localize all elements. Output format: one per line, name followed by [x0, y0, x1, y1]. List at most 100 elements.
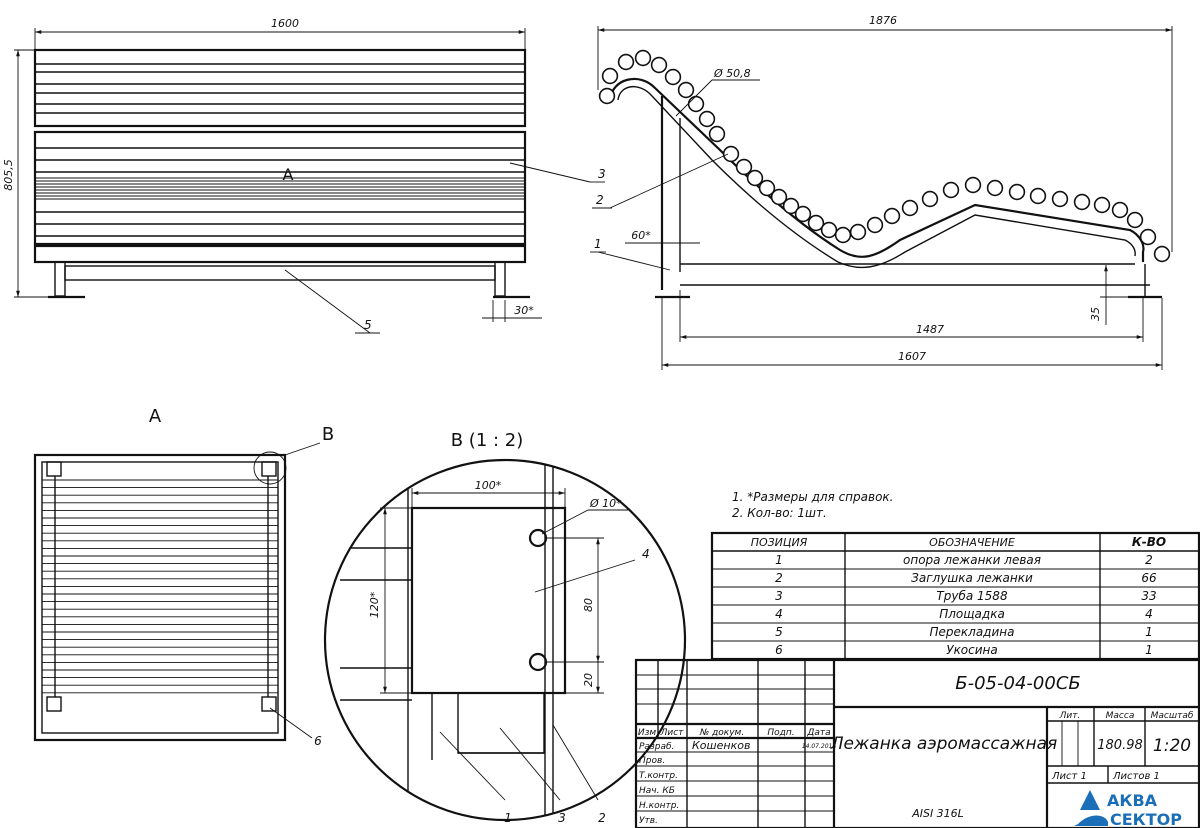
tube-row: [598, 49, 1171, 263]
plan-corner-pad: [46, 696, 62, 712]
upper-slat-pack: [33, 48, 527, 128]
drawing-name: Лежанка аэромассажная: [830, 734, 1058, 754]
base-height-dimension: 35: [1089, 307, 1102, 321]
hole-diameter-dimension: Ø 10*: [589, 497, 622, 510]
detail-leader-4: 4: [642, 547, 650, 561]
seat-profile-inner: [617, 86, 1136, 269]
tube: [921, 190, 939, 208]
role-norm-control: Н.контр.: [639, 801, 679, 811]
tube: [883, 207, 901, 225]
tube: [735, 158, 753, 176]
role-checker: Пров.: [639, 756, 665, 766]
tube: [901, 199, 919, 217]
side-view: 1876 Ø 50,8 60* 2 1 1487 1607 35: [590, 14, 1173, 370]
bom-row-5-position: 5: [775, 625, 783, 639]
foot-dimension: 30*: [514, 304, 534, 317]
mass-label: Масса: [1106, 711, 1135, 721]
side-overall-dimension: 1876: [869, 14, 897, 27]
tube: [820, 221, 838, 239]
tube: [698, 110, 716, 128]
role-approver: Утв.: [639, 816, 658, 826]
side-leader-1: 1: [594, 237, 602, 251]
plan-slats: [42, 479, 278, 694]
plan-leader-6: 6: [314, 734, 322, 748]
tube: [746, 169, 764, 187]
base-rail: [33, 244, 527, 264]
drawing-designation: Б-05-04-00СБ: [955, 673, 1080, 694]
detail-height-dimension: 120*: [368, 591, 381, 618]
bom-row-6-position: 6: [775, 643, 783, 657]
plan-view-title: A: [149, 406, 162, 427]
mounting-hole-top: [528, 528, 548, 548]
tube-diameter-dimension: Ø 50,8: [713, 67, 751, 80]
tube: [782, 197, 800, 215]
tube: [1093, 196, 1111, 214]
material: AISI 316L: [911, 807, 964, 820]
role-head: Нач. КБ: [639, 786, 675, 796]
lower-slat-pack: [33, 130, 527, 246]
base-length-dimension: 1607: [898, 350, 926, 363]
inner-length-dimension: 1487: [916, 323, 944, 336]
tube: [601, 67, 619, 85]
lit-label: Лит.: [1059, 711, 1081, 721]
tube: [650, 56, 668, 74]
plan-frame-inner: [41, 461, 279, 734]
tube: [834, 226, 852, 244]
bom-row-1-position: 1: [775, 553, 783, 567]
developer-date: 14.07.2016: [802, 743, 837, 750]
bom-header-designation: ОБОЗНАЧЕНИЕ: [929, 536, 1015, 549]
note-1: 1. *Размеры для справок.: [732, 490, 893, 504]
front-height-dimension: 805,5: [2, 159, 15, 191]
tube: [687, 95, 705, 113]
bom-row-3-name: Труба 1588: [936, 589, 1008, 603]
detail-width-dimension: 100*: [475, 479, 502, 492]
platform-plate: [410, 506, 567, 695]
detail-b-marker: B: [322, 424, 334, 445]
bom-row-2-qty: 66: [1141, 571, 1157, 585]
detail-leader-2: 2: [598, 811, 606, 825]
col-header-date: Дата: [806, 728, 830, 738]
col-header-change: Изм: [638, 728, 657, 738]
mounting-hole-bottom: [528, 652, 548, 672]
tube: [964, 176, 982, 194]
col-header-sign: Подп.: [767, 728, 794, 738]
tube: [722, 145, 740, 163]
role-developer: Разраб.: [639, 742, 674, 752]
hole-edge-dimension: 20: [582, 673, 595, 687]
developer-name: Кошенков: [692, 739, 750, 752]
tube: [677, 81, 695, 99]
bom-row-1-qty: 2: [1145, 553, 1153, 567]
logo-wave: [1074, 815, 1108, 826]
tube: [708, 125, 726, 143]
bom-row-4-position: 4: [775, 607, 783, 621]
scale-value: 1:20: [1153, 736, 1191, 756]
bom-row-4-name: Площадка: [939, 607, 1005, 621]
tube: [1126, 211, 1144, 229]
bom-row-3-position: 3: [775, 589, 783, 603]
post-dimension: 60*: [631, 229, 651, 242]
tube: [1073, 193, 1091, 211]
tube: [849, 223, 867, 241]
plan-corner-pad: [261, 461, 277, 477]
crossbar: [64, 265, 496, 281]
tube: [866, 216, 884, 234]
plan-corner-pad: [261, 696, 277, 712]
bom-row-4-qty: 4: [1145, 607, 1153, 621]
detail-view: B (1 : 2) 100* Ø 10* 120*: [323, 430, 687, 825]
company-logo: АКВА СЕКТОР: [1074, 790, 1182, 828]
logo-mark: [1080, 790, 1100, 810]
front-view-slats: [35, 63, 525, 237]
plan-frame-outer: [33, 453, 287, 742]
front-leader-3: 3: [598, 167, 606, 181]
bom-header-position: ПОЗИЦИЯ: [751, 536, 808, 549]
hole-pitch-dimension: 80: [582, 598, 595, 612]
front-view: 1600 805,5 30* A 3 5: [2, 17, 606, 334]
tube: [664, 68, 682, 86]
bom-row-6-qty: 1: [1145, 643, 1153, 657]
col-header-sheet: Лист: [660, 728, 685, 738]
detail-boundary: [323, 458, 687, 822]
notes: 1. *Размеры для справок. 2. Кол-во: 1шт.: [732, 490, 893, 520]
bom-row-3-qty: 33: [1141, 589, 1156, 603]
title-block: Изм Лист № докум. Подп. Дата Разраб. Про…: [634, 658, 1200, 828]
